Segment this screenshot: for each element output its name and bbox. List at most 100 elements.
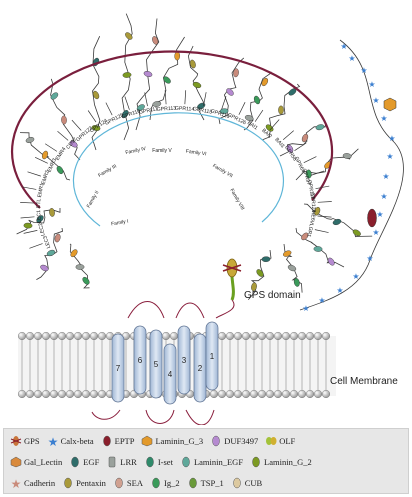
legend-label: GPS xyxy=(24,436,40,446)
lipid-head xyxy=(298,332,307,341)
svg-text:★: ★ xyxy=(11,477,22,489)
receptor-stalk xyxy=(238,102,246,115)
lrr-icon xyxy=(109,456,116,468)
receptor-label: HE6 xyxy=(309,210,316,221)
receptor-label: GPR116 xyxy=(210,108,231,120)
receptor-label: EMR3 xyxy=(47,158,59,174)
legend-label: EPTP xyxy=(114,436,135,446)
receptor-stalk xyxy=(221,96,227,110)
cub-icon xyxy=(232,477,241,489)
domain-icon xyxy=(261,77,269,87)
lipid-head xyxy=(274,332,283,341)
lipid-head xyxy=(81,390,90,399)
tm-helix-number: 7 xyxy=(116,364,121,373)
lipid-head xyxy=(322,390,331,399)
receptor-stalk xyxy=(315,185,330,190)
calx-beta-icon: ★ xyxy=(380,192,387,201)
domain-icon xyxy=(265,124,274,132)
legend-label: Calx-beta xyxy=(60,436,94,446)
legend-item: TSP_1 xyxy=(187,477,224,489)
domain-icon xyxy=(82,276,90,285)
receptor-label: LEC3 xyxy=(42,235,52,249)
laminin-g2-icon xyxy=(252,456,260,468)
legend-label: EGF xyxy=(83,457,100,467)
calx-beta-icon: ★ xyxy=(368,80,375,89)
legend-label: SEA xyxy=(126,478,143,488)
lipid-head xyxy=(18,332,27,341)
domain-icon xyxy=(301,232,309,241)
receptor-label: GPR111 xyxy=(139,106,159,116)
legend-label: Laminin_G_3 xyxy=(155,436,204,446)
calx-beta-icon: ★ xyxy=(352,272,359,281)
domain-icon xyxy=(278,105,284,115)
domain-icon xyxy=(286,144,294,153)
domain-icon xyxy=(197,102,206,110)
domain-chain xyxy=(19,132,71,181)
calx-beta-icon: ★ xyxy=(366,254,373,263)
lipid-head xyxy=(42,332,51,341)
domain-icon xyxy=(313,246,323,252)
pentaxin-icon xyxy=(64,477,72,489)
domain-icon xyxy=(54,233,61,243)
olf-icon xyxy=(266,437,277,445)
gal-lectin-icon xyxy=(10,456,22,468)
receptor-stalk xyxy=(203,92,207,107)
family-label: Family II xyxy=(86,190,101,209)
duf3497-icon xyxy=(212,435,220,447)
domain-icon xyxy=(152,101,162,107)
lipid-head xyxy=(233,332,242,341)
domain-icon xyxy=(25,136,35,144)
domain-chains: ★★★★★★★★★★★★★★★★★ xyxy=(16,13,404,313)
domain-icon xyxy=(23,222,33,229)
legend-label: Pentaxin xyxy=(76,478,106,488)
calx-beta-icon: ★ xyxy=(372,96,379,105)
lipid-head xyxy=(298,390,307,399)
receptor-stalk xyxy=(44,143,58,152)
domain-icon xyxy=(283,250,292,257)
receptor-label: BAI1 xyxy=(246,120,259,131)
calx-beta-icon: ★ xyxy=(348,54,355,63)
tm-helix-number: 5 xyxy=(154,360,159,369)
family-label: Family VII xyxy=(211,163,233,179)
lipid-head xyxy=(266,332,275,341)
legend-label: Gal_Lectin xyxy=(24,457,63,467)
calx-beta-chain xyxy=(299,39,404,311)
lipid-head xyxy=(97,332,106,341)
receptor-stalk xyxy=(71,119,82,131)
inner-family-arc xyxy=(72,112,285,227)
i-set-icon xyxy=(146,456,154,468)
lipid-head xyxy=(18,390,27,399)
receptor-stalk xyxy=(282,130,294,141)
cell-membrane-label: Cell Membrane xyxy=(330,376,398,387)
receptor-label: EMR2 xyxy=(41,170,51,186)
receptor-label: LEC1 xyxy=(36,210,43,224)
lipid-head xyxy=(241,390,250,399)
lipid-head xyxy=(73,390,82,399)
domain-icon xyxy=(174,51,181,61)
receptor-stalk xyxy=(57,130,69,141)
domain-icon xyxy=(189,59,196,69)
receptor-label: GPR97 xyxy=(301,168,312,186)
domain-icon xyxy=(136,104,145,111)
domain-icon xyxy=(75,264,85,270)
lipid-head xyxy=(314,332,323,341)
receptor-stalk xyxy=(314,229,329,233)
domain-icon xyxy=(256,269,264,277)
calx-beta-icon: ★ xyxy=(382,172,389,181)
receptor-label: GPR113 xyxy=(157,106,177,113)
receptor-stalk xyxy=(34,157,48,164)
tm-helix xyxy=(177,325,191,395)
calx-beta-icon: ★ xyxy=(360,66,367,75)
receptor-label: GPR112 xyxy=(306,179,316,199)
receptor-stalk xyxy=(303,156,317,163)
lipid-head xyxy=(274,390,283,399)
domain-icon xyxy=(293,278,300,287)
domain-icon xyxy=(50,92,59,100)
legend-item: EGF xyxy=(69,456,99,468)
family-arc xyxy=(10,50,334,209)
legend-item: ★Calx-beta xyxy=(47,435,94,447)
lipid-head xyxy=(50,390,59,399)
domain-icon xyxy=(315,124,325,131)
